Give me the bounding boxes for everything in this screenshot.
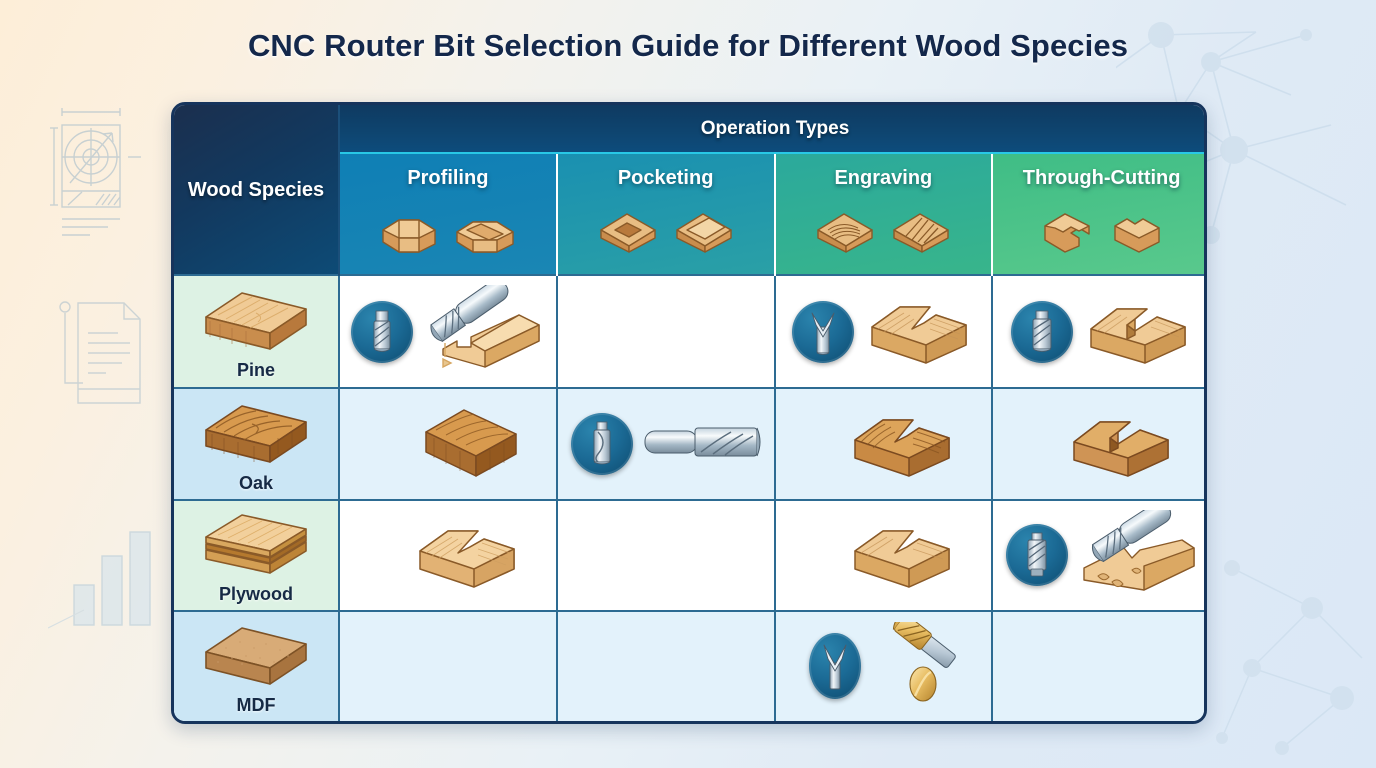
column-header-profiling[interactable]: Profiling: [339, 153, 558, 275]
oak-block-icon: [420, 400, 522, 489]
cell-plywood-profiling[interactable]: [339, 498, 558, 611]
bar-chart-watermark: [48, 500, 158, 630]
species-label: Pine: [236, 360, 275, 381]
table-row: Oak: [174, 387, 1204, 500]
plywood-groove-wood-icon: [412, 513, 522, 598]
species-label: Plywood: [218, 583, 293, 604]
cell-oak-pocketing[interactable]: [556, 387, 776, 500]
empty-cell: [558, 276, 774, 387]
compression-spiral-bit-icon: [1005, 524, 1068, 587]
cell-plywood-through-cutting[interactable]: [992, 498, 1204, 611]
cell-oak-profiling[interactable]: [339, 387, 558, 500]
router-bit-matrix: Wood Species Operation Types Profiling: [171, 102, 1207, 724]
cell-mdf-pocketing[interactable]: [556, 609, 776, 721]
operation-types-header: Operation Types: [339, 105, 1204, 154]
plywood-board-icon: [174, 506, 338, 586]
empty-cell: [993, 612, 1204, 721]
document-lines-watermark: [40, 285, 160, 425]
mdf-board-icon: [174, 617, 338, 697]
species-cell-plywood[interactable]: Plywood: [174, 498, 340, 611]
column-header-label: Through-Cutting: [1022, 167, 1181, 189]
plywood-v-groove-wood-icon: [847, 513, 957, 598]
table-row: Plywood: [174, 498, 1204, 611]
species-header-cell: Wood Species: [174, 105, 340, 275]
cell-mdf-through-cutting[interactable]: [992, 609, 1204, 721]
species-cell-mdf[interactable]: MDF: [174, 609, 340, 721]
column-header-pocketing[interactable]: Pocketing: [556, 153, 776, 275]
column-header-label: Pocketing: [617, 167, 714, 189]
blueprint-drawing-watermark: [28, 95, 148, 255]
through-cutting-wood-icon: [993, 194, 1204, 262]
selection-table: Wood Species Operation Types Profiling: [174, 105, 1204, 721]
profiling-wood-icon: [340, 194, 556, 262]
oak-slotted-wood-icon: [1066, 402, 1176, 487]
table-row: Pine: [174, 273, 1204, 389]
v-groove-wood-icon: [864, 289, 974, 374]
column-header-engraving[interactable]: Engraving: [774, 153, 994, 275]
cell-mdf-profiling[interactable]: [339, 609, 558, 721]
v-carving-bit-icon: [809, 633, 862, 700]
straight-flute-bit-icon: [570, 413, 633, 476]
species-cell-pine[interactable]: Pine: [174, 273, 340, 389]
spiral-compression-bit-icon: [1010, 300, 1073, 363]
column-header-label: Engraving: [834, 167, 933, 189]
spiral-upcut-bit-icon: [350, 300, 413, 363]
pocketing-wood-icon: [558, 194, 774, 262]
cell-mdf-engraving[interactable]: [774, 609, 994, 721]
cell-pine-profiling[interactable]: [339, 273, 558, 389]
species-header-label: Wood Species: [187, 178, 325, 201]
cell-oak-engraving[interactable]: [774, 387, 994, 500]
cell-pine-through-cutting[interactable]: [992, 273, 1204, 389]
cell-plywood-pocketing[interactable]: [556, 498, 776, 611]
cell-plywood-engraving[interactable]: [774, 498, 994, 611]
engraving-wood-icon: [776, 194, 992, 262]
pine-board-icon: [174, 282, 338, 362]
end-mill-cutting-wood-icon: [423, 279, 545, 378]
species-label: Oak: [238, 472, 274, 493]
cell-oak-through-cutting[interactable]: [992, 387, 1204, 500]
species-label: MDF: [236, 694, 276, 715]
oak-board-icon: [174, 395, 338, 475]
empty-cell: [558, 501, 774, 610]
table-column-header-row: Profiling: [174, 153, 1204, 275]
network-nodes-watermark: [1192, 538, 1372, 768]
cell-pine-engraving[interactable]: [774, 273, 994, 389]
oak-v-groove-wood-icon: [847, 402, 957, 487]
empty-cell: [340, 612, 556, 721]
column-header-label: Profiling: [407, 167, 489, 189]
cell-pine-pocketing[interactable]: [556, 273, 776, 389]
column-header-through-cutting[interactable]: Through-Cutting: [992, 153, 1204, 275]
v-bit-icon: [792, 300, 855, 363]
end-mill-chips-wood-icon: [1078, 501, 1198, 601]
slotted-wood-icon: [1083, 289, 1193, 374]
table-row: MDF: [174, 609, 1204, 721]
horizontal-end-mill-icon: [643, 419, 761, 470]
table-group-header-row: Wood Species Operation Types: [174, 105, 1204, 275]
page-title: CNC Router Bit Selection Guide for Diffe…: [247, 28, 1129, 63]
empty-cell: [558, 612, 774, 721]
brass-engraving-bit-icon: [871, 613, 957, 711]
species-cell-oak[interactable]: Oak: [174, 387, 340, 500]
